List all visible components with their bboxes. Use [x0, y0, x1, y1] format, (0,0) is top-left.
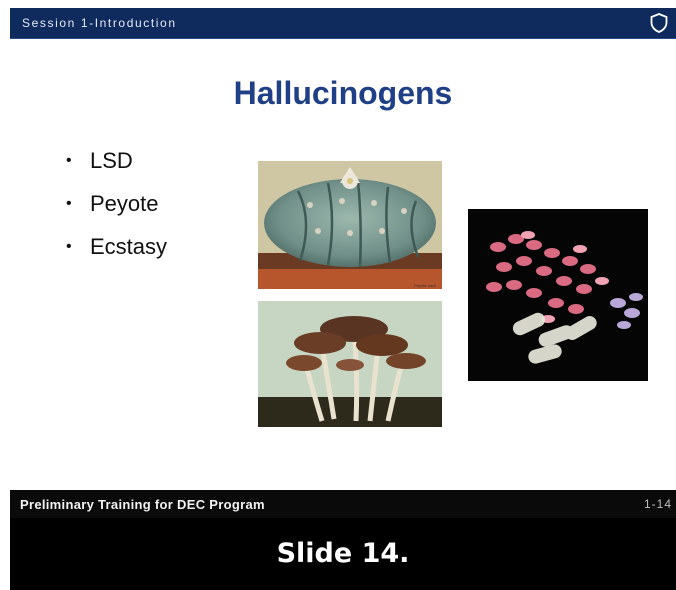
- slide-caption: Slide 14.: [276, 538, 410, 569]
- bullet-icon: •: [66, 237, 72, 255]
- photo-caption: Peyote cacti: [414, 283, 436, 288]
- bullet-text: LSD: [90, 147, 133, 173]
- slide-footer: Preliminary Training for DEC Program 1-1…: [10, 490, 676, 518]
- list-item: • Ecstasy: [66, 225, 167, 268]
- bullet-text: Ecstasy: [90, 233, 168, 259]
- list-item: • LSD: [66, 139, 167, 182]
- slide-title: Hallucinogens: [233, 75, 453, 111]
- slide-header: Session 1-Introduction: [10, 8, 676, 39]
- slide-frame: Session 1-Introduction Hallucinogens • LS…: [10, 8, 676, 590]
- slide-number: 1-14: [643, 497, 672, 511]
- bullet-text: Peyote: [90, 190, 159, 216]
- program-title: Preliminary Training for DEC Program: [20, 497, 265, 512]
- peyote-cactus-photo: Peyote cacti: [258, 161, 442, 289]
- shield-icon: [650, 13, 668, 33]
- bullet-icon: •: [66, 194, 72, 212]
- session-title: Session 1-Introduction: [22, 16, 177, 30]
- list-item: • Peyote: [66, 182, 167, 225]
- mushrooms-photo: [258, 301, 442, 427]
- bullet-list: • LSD • Peyote • Ecstasy: [66, 139, 167, 268]
- bullet-icon: •: [66, 151, 72, 169]
- ecstasy-pills-photo: [468, 209, 648, 381]
- slide-body: Hallucinogens • LSD • Peyote • Ecstasy: [10, 39, 676, 490]
